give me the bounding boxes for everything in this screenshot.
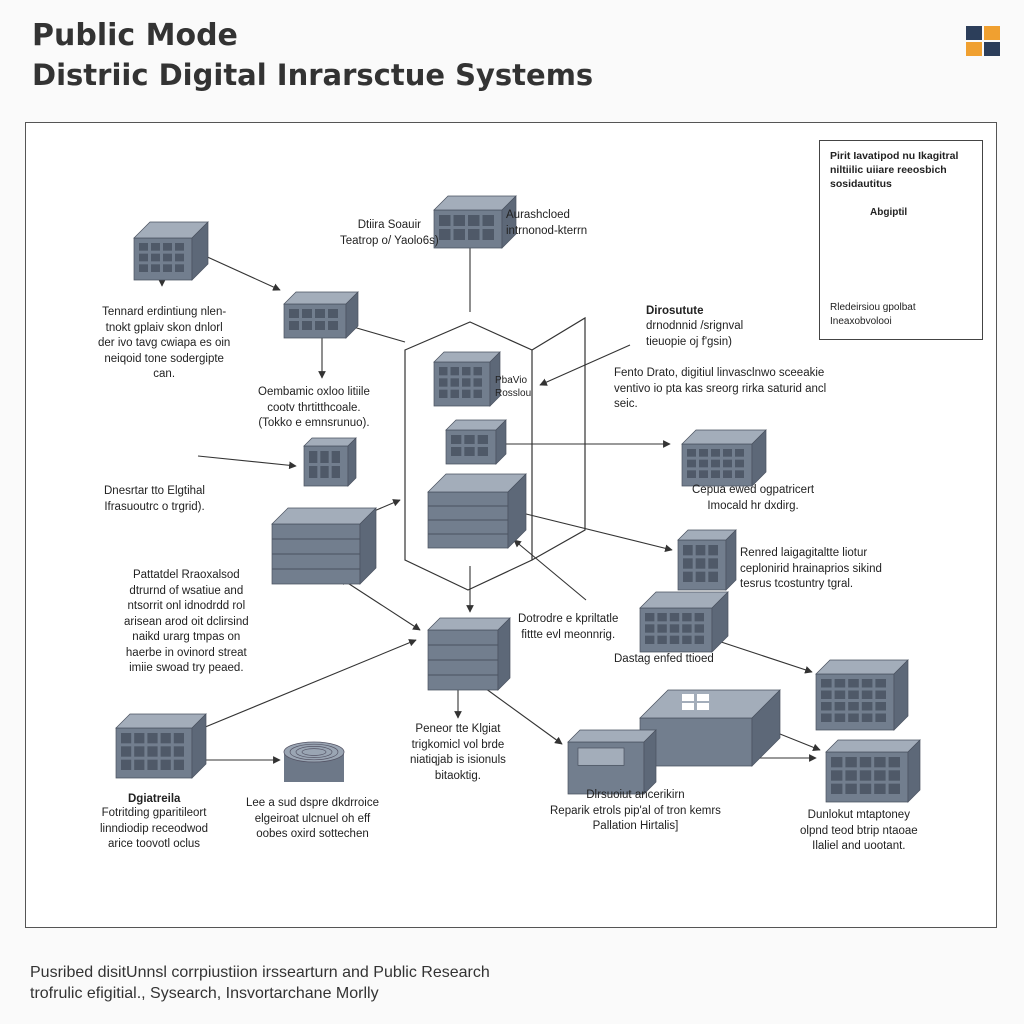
arrow xyxy=(339,577,421,631)
page-subtitle: Distriic Digital Inrarsctue Systems xyxy=(32,58,594,92)
page-title: Public Mode xyxy=(32,18,238,53)
server-node-icon xyxy=(815,659,909,731)
server-node-icon xyxy=(283,291,359,339)
server-node-icon xyxy=(825,739,921,803)
server-node-icon xyxy=(133,221,209,281)
server-node-icon xyxy=(433,195,517,249)
server-node-icon xyxy=(567,729,657,795)
server-node-icon xyxy=(433,351,501,407)
server-node-icon xyxy=(271,507,377,585)
central-prism xyxy=(404,316,586,591)
server-node-icon xyxy=(303,437,357,487)
figure-caption: Pusribed disitUnnsl corrpiustiion irssea… xyxy=(30,964,490,1002)
label-bottom-left-head: Dgiatreila xyxy=(128,793,181,805)
server-node-icon xyxy=(639,689,781,767)
arrow xyxy=(197,455,297,470)
server-node-icon xyxy=(639,591,729,653)
arrow xyxy=(705,635,813,674)
server-node-icon xyxy=(445,419,507,465)
arrow xyxy=(197,639,417,731)
server-node-icon xyxy=(681,429,767,487)
server-node-icon xyxy=(115,713,207,779)
arrow xyxy=(539,344,631,386)
server-node-icon xyxy=(677,529,737,591)
server-node-icon xyxy=(283,741,345,782)
arrow xyxy=(513,539,587,601)
server-node-icon xyxy=(427,473,527,549)
label-right-lower: Dastag enfed ttioed xyxy=(614,653,714,665)
label-left-desc: Tennard erdintiung nlen-tnokt gplaiv sko… xyxy=(98,306,231,380)
arrow xyxy=(477,682,563,745)
inset-subhead: Abgiptil xyxy=(870,207,908,218)
server-node-icon xyxy=(427,617,511,691)
logo-icon xyxy=(966,26,1000,56)
arrow xyxy=(517,511,673,553)
label-right-head: Dirosutute xyxy=(646,305,704,317)
label-right-desc: Fento Drato, digitiul linvasclnwo sceeak… xyxy=(614,367,827,410)
node-group xyxy=(115,195,921,803)
